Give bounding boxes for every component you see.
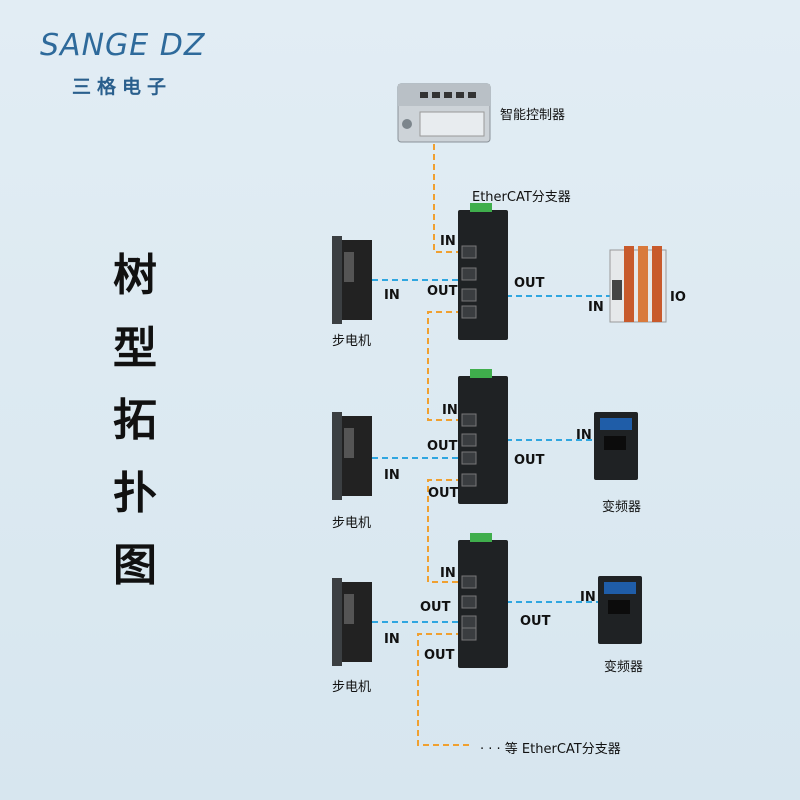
controller-label: 智能控制器 <box>500 108 566 123</box>
branch1-out-right-label: OUT <box>514 276 545 291</box>
branch2-out-left-label: OUT <box>427 439 458 454</box>
io-label: IO <box>670 290 686 305</box>
branch2-out-right-label: OUT <box>514 453 545 468</box>
stepper-drive-1 <box>332 236 372 324</box>
branch-label: EtherCAT分支器 <box>472 190 571 205</box>
title-char-4: 扑 <box>113 467 157 519</box>
stepper2-in-label: IN <box>384 468 400 483</box>
diagram-title: 树 型 拓 扑 图 <box>110 240 160 603</box>
title-char-1: 树 <box>113 250 157 301</box>
brand-logo-en: SANGE DZ <box>40 28 206 63</box>
stepper3-in-label: IN <box>384 632 400 647</box>
ethercat-branch-3 <box>458 533 508 668</box>
branch3-out-left-label: OUT <box>420 600 451 615</box>
inverter1-label: 变频器 <box>602 500 642 515</box>
controller-device <box>397 83 491 143</box>
stepper2-label: 步电机 <box>332 516 372 531</box>
inverter-2 <box>598 576 642 644</box>
inverter2-in-label: IN <box>580 590 596 605</box>
title-char-3: 拓 <box>113 395 157 447</box>
brand-logo-cn: 三格电子 <box>72 76 173 98</box>
stepper1-in-label: IN <box>384 288 400 303</box>
title-char-5: 图 <box>113 540 157 592</box>
orange-links <box>417 144 470 746</box>
inverter1-in-label: IN <box>576 428 592 443</box>
stepper-drive-3 <box>332 578 372 666</box>
branch1-out-left-label: OUT <box>427 284 458 299</box>
ethercat-branch-2 <box>458 369 508 504</box>
branch1-in-label: IN <box>440 234 456 249</box>
title-char-2: 型 <box>113 322 157 374</box>
branch2-in-label: IN <box>442 403 458 418</box>
branch3-out-right-label: OUT <box>520 614 551 629</box>
io-module <box>609 246 667 323</box>
inverter2-label: 变频器 <box>604 660 644 675</box>
inverter-1 <box>594 412 638 480</box>
stepper-drive-2 <box>332 412 372 500</box>
stepper3-label: 步电机 <box>332 680 372 695</box>
branch2-out-bottom-label: OUT <box>428 486 459 501</box>
branch3-out-bottom-label: OUT <box>424 648 455 663</box>
stepper1-label: 步电机 <box>332 334 372 349</box>
branch3-in-label: IN <box>440 566 456 581</box>
io-in-label: IN <box>588 300 604 315</box>
ethercat-branch-1 <box>458 203 508 340</box>
footer-note: · · · 等 EtherCAT分支器 <box>480 742 621 757</box>
